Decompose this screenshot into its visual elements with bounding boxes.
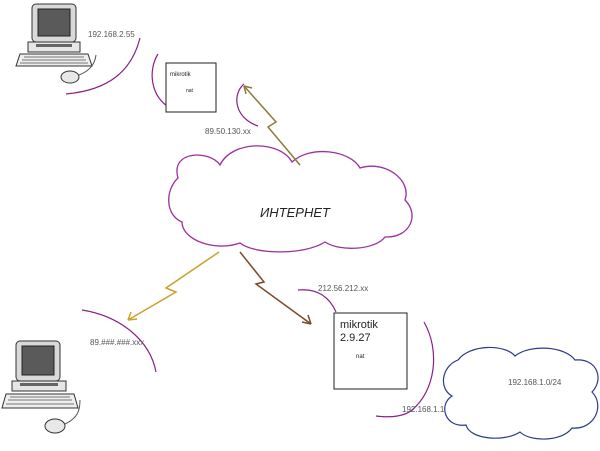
bottom-left-pc: 89.###.###.xxx	[1, 309, 157, 434]
internet-cloud: ИНТЕРНЕТ	[168, 145, 413, 253]
internet-label: ИНТЕРНЕТ	[260, 205, 331, 220]
top-link-bolt	[243, 85, 301, 166]
top-router-arc-right	[236, 83, 259, 127]
bottom-right-link-bolt	[239, 251, 312, 325]
bottom-right-router-arc-right	[375, 321, 435, 418]
top-pc: 192.168.2.55	[15, 3, 141, 95]
bottom-right-router: 212.56.212.xx mikrotik 2.9.27 nat 192.16…	[297, 284, 454, 418]
bottom-right-router-wan-ip: 212.56.212.xx	[318, 284, 368, 293]
top-link-arrowhead	[243, 85, 253, 95]
top-pc-ip: 192.168.2.55	[88, 30, 135, 39]
top-router-sub: nat	[186, 88, 194, 94]
top-router-box	[165, 62, 217, 113]
computer-icon	[1, 340, 81, 434]
top-router-wan-ip: 89.50.130.xx	[205, 127, 251, 136]
lan-cloud-shape	[442, 346, 599, 440]
bottom-right-router-box	[333, 312, 408, 390]
bottom-right-router-model: mikrotik	[340, 319, 378, 331]
bottom-left-link	[127, 251, 220, 321]
internet-cloud-shape	[168, 145, 413, 253]
bottom-left-link-bolt	[127, 251, 220, 321]
bottom-left-pc-arc	[81, 309, 157, 373]
top-pc-arc	[65, 37, 141, 95]
bottom-right-link	[239, 251, 312, 325]
computer-icon	[15, 3, 97, 84]
bottom-left-pc-ip: 89.###.###.xxx	[90, 338, 144, 347]
bottom-right-router-version: 2.9.27	[340, 332, 371, 344]
top-router: mikrotik nat 89.50.130.xx	[151, 53, 259, 136]
top-router-arc-left	[151, 53, 171, 109]
bottom-right-router-sub: nat	[356, 354, 365, 360]
lan-cloud-label: 192.168.1.0/24	[508, 378, 562, 387]
top-link	[243, 85, 301, 166]
bottom-left-link-arrowhead	[127, 311, 138, 321]
bottom-right-router-arc-top	[297, 289, 337, 313]
bottom-right-link-arrowhead	[301, 314, 312, 325]
top-router-model: mikrotik	[170, 72, 192, 78]
bottom-right-router-lan-ip: 192.168.1.100	[402, 405, 454, 414]
lan-cloud: 192.168.1.0/24	[442, 346, 599, 440]
